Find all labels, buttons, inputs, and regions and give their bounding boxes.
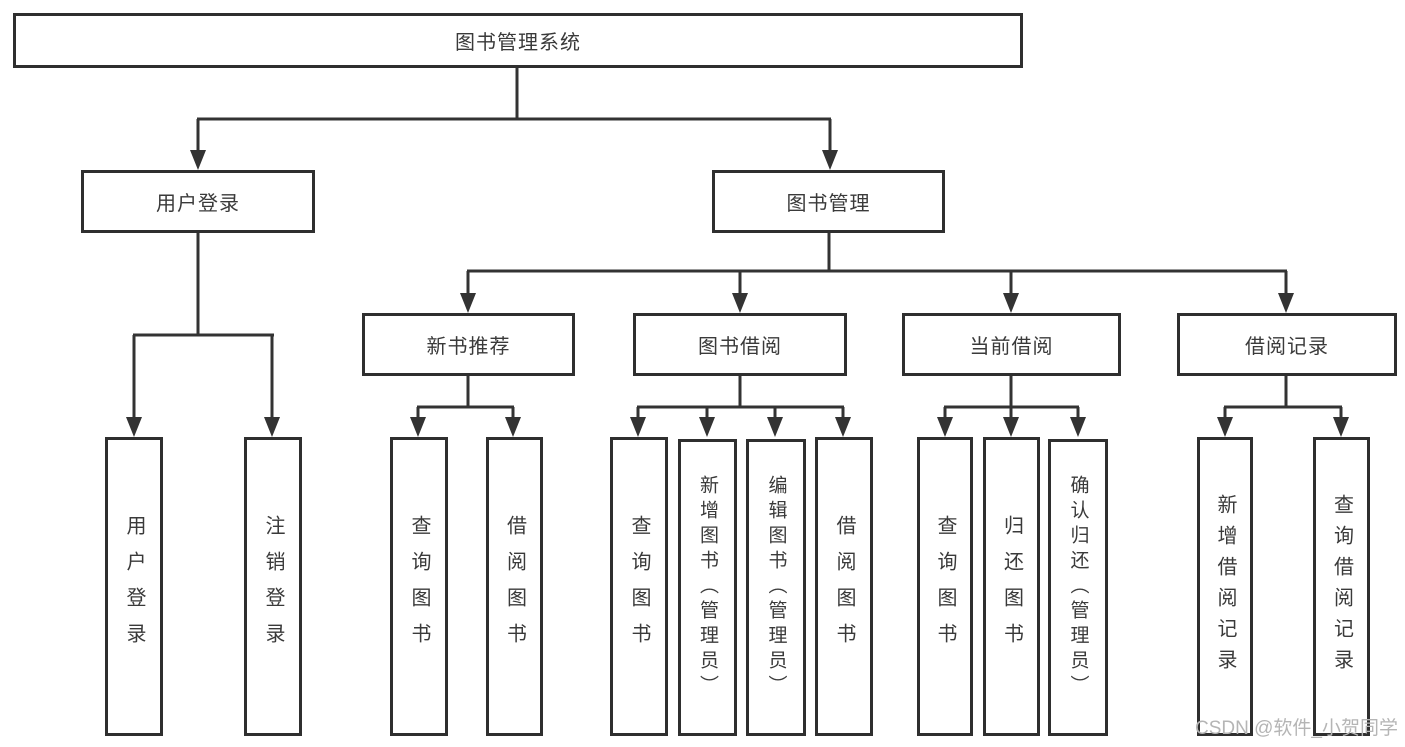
leaf-query-book-2: 查询图书 bbox=[610, 437, 668, 736]
leaf-borrow-book-1-label: 借阅图书 bbox=[503, 514, 526, 659]
leaf-edit-book-admin: 编辑图书（管理员） bbox=[746, 439, 806, 736]
leaf-query-borrow-record: 查询借阅记录 bbox=[1313, 437, 1370, 736]
leaf-confirm-return-admin: 确认归还（管理员） bbox=[1048, 439, 1108, 736]
leaf-query-book-1: 查询图书 bbox=[390, 437, 448, 736]
leaf-query-book-3: 查询图书 bbox=[917, 437, 973, 736]
node-book-borrow: 图书借阅 bbox=[633, 313, 847, 376]
leaf-edit-book-admin-label: 编辑图书（管理员） bbox=[765, 475, 787, 700]
leaf-confirm-return-admin-label: 确认归还（管理员） bbox=[1067, 475, 1089, 700]
node-book-borrow-label: 图书借阅 bbox=[698, 336, 782, 358]
leaf-user-login-label: 用户登录 bbox=[123, 514, 145, 659]
leaf-add-book-admin-label: 新增图书（管理员） bbox=[697, 475, 718, 700]
leaf-add-borrow-record: 新增借阅记录 bbox=[1197, 437, 1253, 736]
leaf-return-book: 归还图书 bbox=[983, 437, 1040, 736]
leaf-user-login: 用户登录 bbox=[105, 437, 163, 736]
node-current-borrow: 当前借阅 bbox=[902, 313, 1121, 376]
node-new-book-recommend: 新书推荐 bbox=[362, 313, 575, 376]
leaf-query-borrow-record-label: 查询借阅记录 bbox=[1330, 493, 1353, 680]
leaf-query-book-2-label: 查询图书 bbox=[628, 514, 650, 659]
node-root: 图书管理系统 bbox=[13, 13, 1023, 68]
node-book-management: 图书管理 bbox=[712, 170, 945, 233]
node-user-login: 用户登录 bbox=[81, 170, 315, 233]
leaf-query-book-3-label: 查询图书 bbox=[934, 514, 956, 659]
node-borrow-record: 借阅记录 bbox=[1177, 313, 1397, 376]
node-new-book-recommend-label: 新书推荐 bbox=[426, 336, 511, 358]
node-borrow-record-label: 借阅记录 bbox=[1245, 336, 1329, 358]
leaf-borrow-book-1: 借阅图书 bbox=[486, 437, 543, 736]
leaf-borrow-book-2: 借阅图书 bbox=[815, 437, 873, 736]
leaf-logout-label: 注销登录 bbox=[262, 514, 284, 659]
leaf-borrow-book-2-label: 借阅图书 bbox=[833, 514, 855, 659]
leaf-add-borrow-record-label: 新增借阅记录 bbox=[1214, 493, 1236, 680]
node-root-label: 图书管理系统 bbox=[455, 32, 581, 54]
leaf-query-book-1-label: 查询图书 bbox=[408, 514, 430, 659]
leaf-return-book-label: 归还图书 bbox=[1000, 514, 1023, 659]
node-current-borrow-label: 当前借阅 bbox=[969, 336, 1054, 358]
csdn-watermark: CSDN @软件_小贺同学 bbox=[1195, 718, 1398, 739]
leaf-logout: 注销登录 bbox=[244, 437, 302, 736]
node-book-management-label: 图书管理 bbox=[786, 193, 871, 215]
node-user-login-label: 用户登录 bbox=[156, 193, 240, 215]
leaf-add-book-admin: 新增图书（管理员） bbox=[678, 439, 737, 736]
